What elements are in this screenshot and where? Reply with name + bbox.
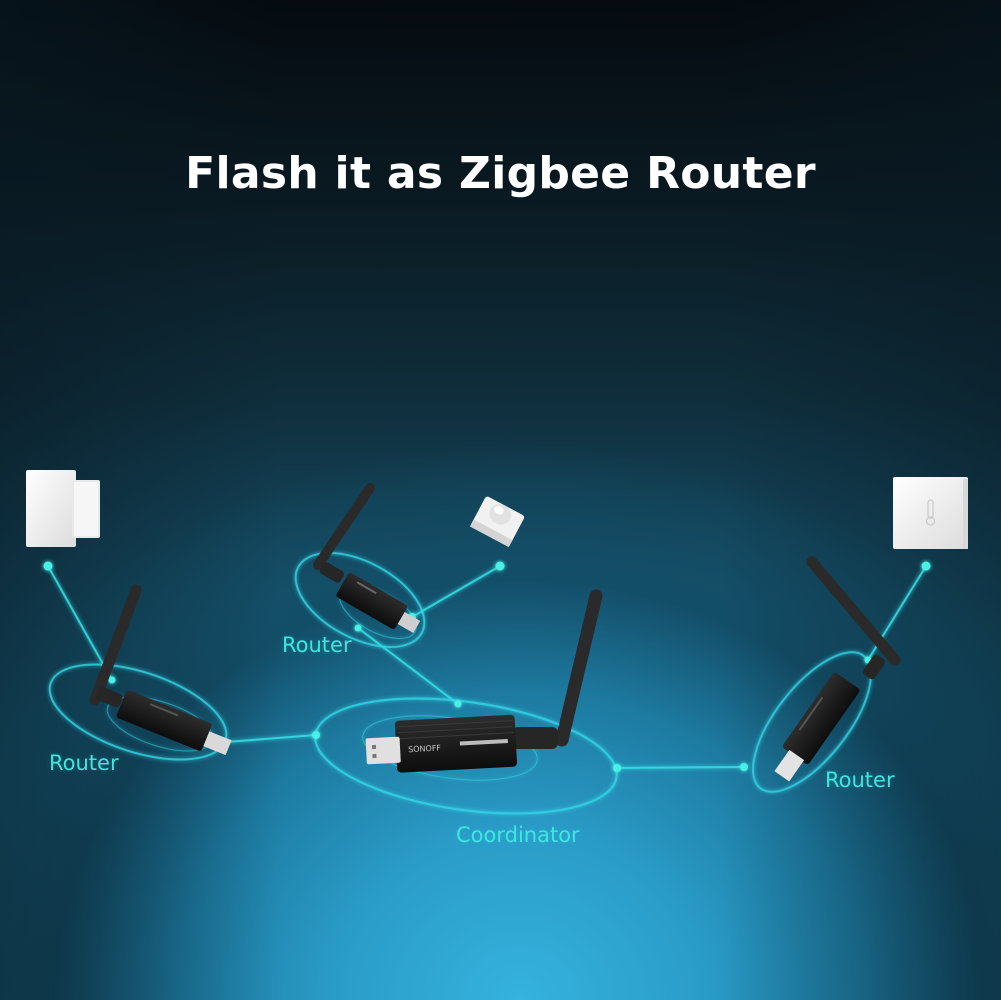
ring-router-right-outer [752, 651, 872, 793]
router-middle-dongle-icon [313, 483, 421, 634]
link-coordinator-router-right [616, 766, 745, 769]
signal-rings [48, 552, 872, 815]
motion-sensor-icon [469, 496, 525, 548]
link-motion-sensor-router-middle [411, 565, 501, 618]
router-left-label: Router [49, 751, 119, 775]
coordinator-brand-text: SONOFF [408, 743, 442, 754]
coordinator-dongle-icon: SONOFF [365, 589, 603, 773]
router-right-label: Router [825, 768, 895, 792]
router-middle-label: Router [282, 633, 352, 657]
link-door-sensor-router-left [47, 565, 113, 681]
router-right-dongle-icon [774, 556, 901, 782]
page-title: Flash it as Zigbee Router [185, 148, 816, 199]
router-left-dongle-icon [89, 584, 232, 756]
coordinator-label: Coordinator [456, 823, 580, 847]
link-router-middle-coordinator [357, 627, 459, 705]
ring-router-middle-outer [294, 552, 426, 648]
temperature-sensor-icon [893, 477, 968, 549]
door-sensor-icon [26, 470, 100, 547]
